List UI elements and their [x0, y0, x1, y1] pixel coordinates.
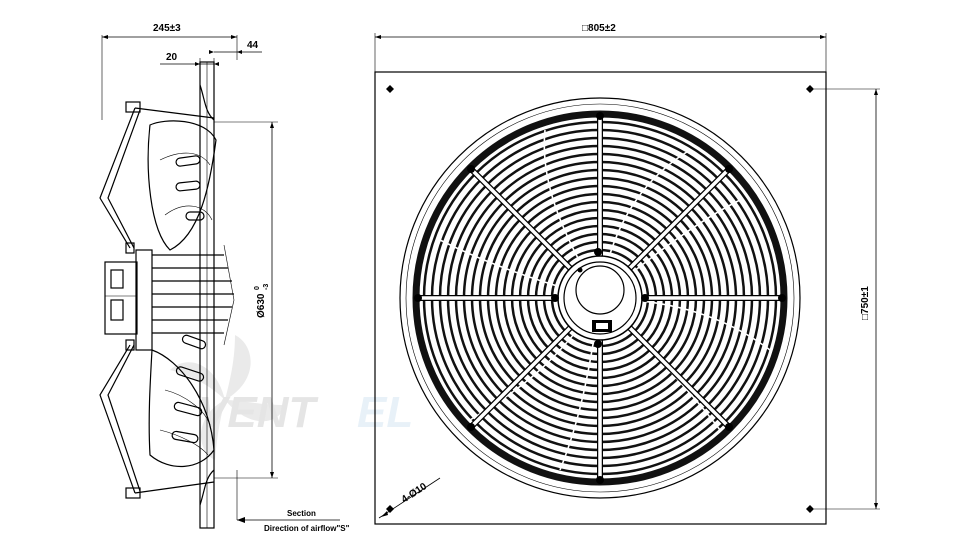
dim-hole-spacing-label: □750±1: [860, 286, 871, 320]
dim-diameter: Ø630 0 -3: [214, 121, 278, 479]
dim-holes-label: 4-Ø10: [400, 481, 430, 506]
airflow-note: Section Direction of airflow"S": [236, 470, 350, 533]
front-view: □805±2 □750±1 4-Ø10: [374, 23, 880, 525]
dim-total-depth-label: 245±3: [153, 23, 181, 34]
dim-holes: 4-Ø10: [378, 477, 441, 519]
watermark-text-light: EL: [357, 388, 413, 437]
airflow-section-label: Section: [287, 509, 316, 518]
dim-diameter-sub: -3: [263, 284, 270, 290]
dim-guard-depth: 44: [209, 40, 262, 54]
dim-flange-offset-label: 20: [166, 52, 178, 63]
watermark: VENT EL: [170, 335, 413, 460]
dim-diameter-sup: 0: [254, 286, 261, 290]
side-view: 245±3 20 44: [99, 23, 350, 533]
motor-body: [104, 244, 235, 351]
watermark-text-dark: VENT: [198, 388, 318, 437]
dim-total-depth: 245±3: [101, 23, 238, 120]
dim-plate-size-label: □805±2: [582, 23, 616, 34]
support-arms: [99, 101, 215, 499]
mounting-plate: [374, 71, 827, 525]
impeller-blades-side: [147, 120, 217, 468]
mounting-holes: [386, 85, 814, 513]
airflow-direction-label: Direction of airflow"S": [264, 524, 350, 533]
motor-hub: [551, 248, 649, 348]
dim-plate-size: □805±2: [374, 23, 827, 72]
dim-hole-spacing: □750±1: [814, 88, 880, 510]
dim-flange-offset: 20: [160, 52, 219, 66]
motor-fins: [152, 244, 235, 346]
dim-guard-depth-label: 44: [247, 40, 259, 51]
dim-diameter-label: Ø630: [256, 293, 267, 318]
